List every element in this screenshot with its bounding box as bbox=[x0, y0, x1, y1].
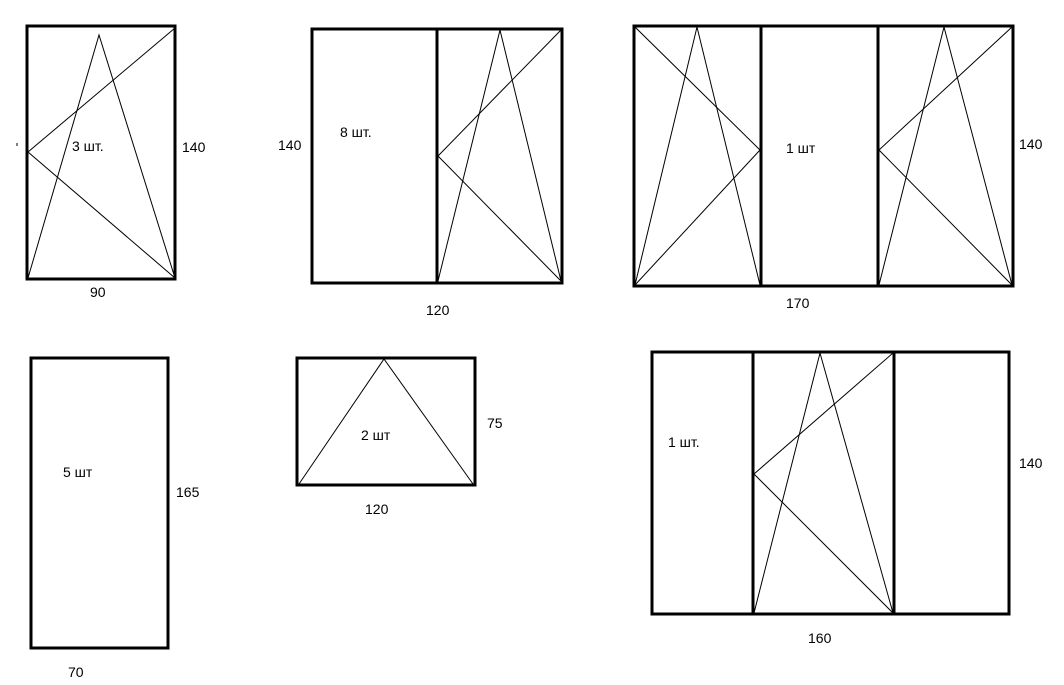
window-2-count-label: 8 шт. bbox=[340, 124, 372, 140]
window-6-width-label: 160 bbox=[808, 630, 832, 646]
window-6-turn-marker bbox=[753, 352, 894, 614]
window-6-tilt-marker bbox=[753, 351, 894, 614]
window-6: 1 шт. 140 160 bbox=[650, 350, 1043, 646]
window-5-width-label: 120 bbox=[365, 501, 389, 517]
window-3-frame bbox=[632, 24, 1015, 288]
window-4-count-label: 5 шт bbox=[63, 464, 93, 480]
window-5-count-label: 2 шт bbox=[361, 427, 391, 443]
window-2-turn-marker bbox=[437, 29, 562, 282]
window-5-tilt-marker bbox=[298, 358, 474, 485]
window-4-width-label: 70 bbox=[68, 664, 84, 680]
window-1-frame bbox=[25, 24, 177, 281]
window-4-frame bbox=[29, 356, 170, 650]
window-3-right-tilt-marker bbox=[878, 26, 1013, 286]
window-6-count-label: 1 шт. bbox=[668, 434, 700, 450]
window-3-right-turn-marker bbox=[878, 26, 1013, 286]
window-2-tilt-marker bbox=[437, 29, 562, 282]
window-6-height-label: 140 bbox=[1019, 455, 1043, 471]
window-1: 3 шт. 140 90 bbox=[16, 24, 206, 300]
window-3-left-turn-marker bbox=[634, 26, 761, 286]
window-5-height-label: 75 bbox=[487, 415, 503, 431]
window-3-left-tilt-marker bbox=[634, 26, 761, 286]
window-3-width-label: 170 bbox=[786, 295, 810, 311]
window-2: 8 шт. 140 120 bbox=[278, 27, 564, 318]
window-5: 2 шт 75 120 bbox=[295, 356, 503, 517]
window-3: 1 шт 140 170 bbox=[632, 24, 1043, 311]
window-2-width-label: 120 bbox=[426, 302, 450, 318]
window-1-turn-marker bbox=[27, 27, 176, 279]
window-5-frame bbox=[295, 356, 477, 487]
window-3-height-label: 140 bbox=[1019, 136, 1043, 152]
window-6-frame bbox=[650, 350, 1011, 616]
window-4-height-label: 165 bbox=[176, 484, 200, 500]
window-1-count-label: 3 шт. bbox=[72, 138, 104, 154]
window-3-count-label: 1 шт bbox=[786, 140, 816, 156]
window-1-width-label: 90 bbox=[90, 284, 106, 300]
window-1-tilt-marker bbox=[27, 33, 176, 279]
window-1-height-label: 140 bbox=[182, 139, 206, 155]
window-2-height-label: 140 bbox=[278, 137, 302, 153]
window-4: 5 шт 165 70 bbox=[29, 356, 200, 680]
